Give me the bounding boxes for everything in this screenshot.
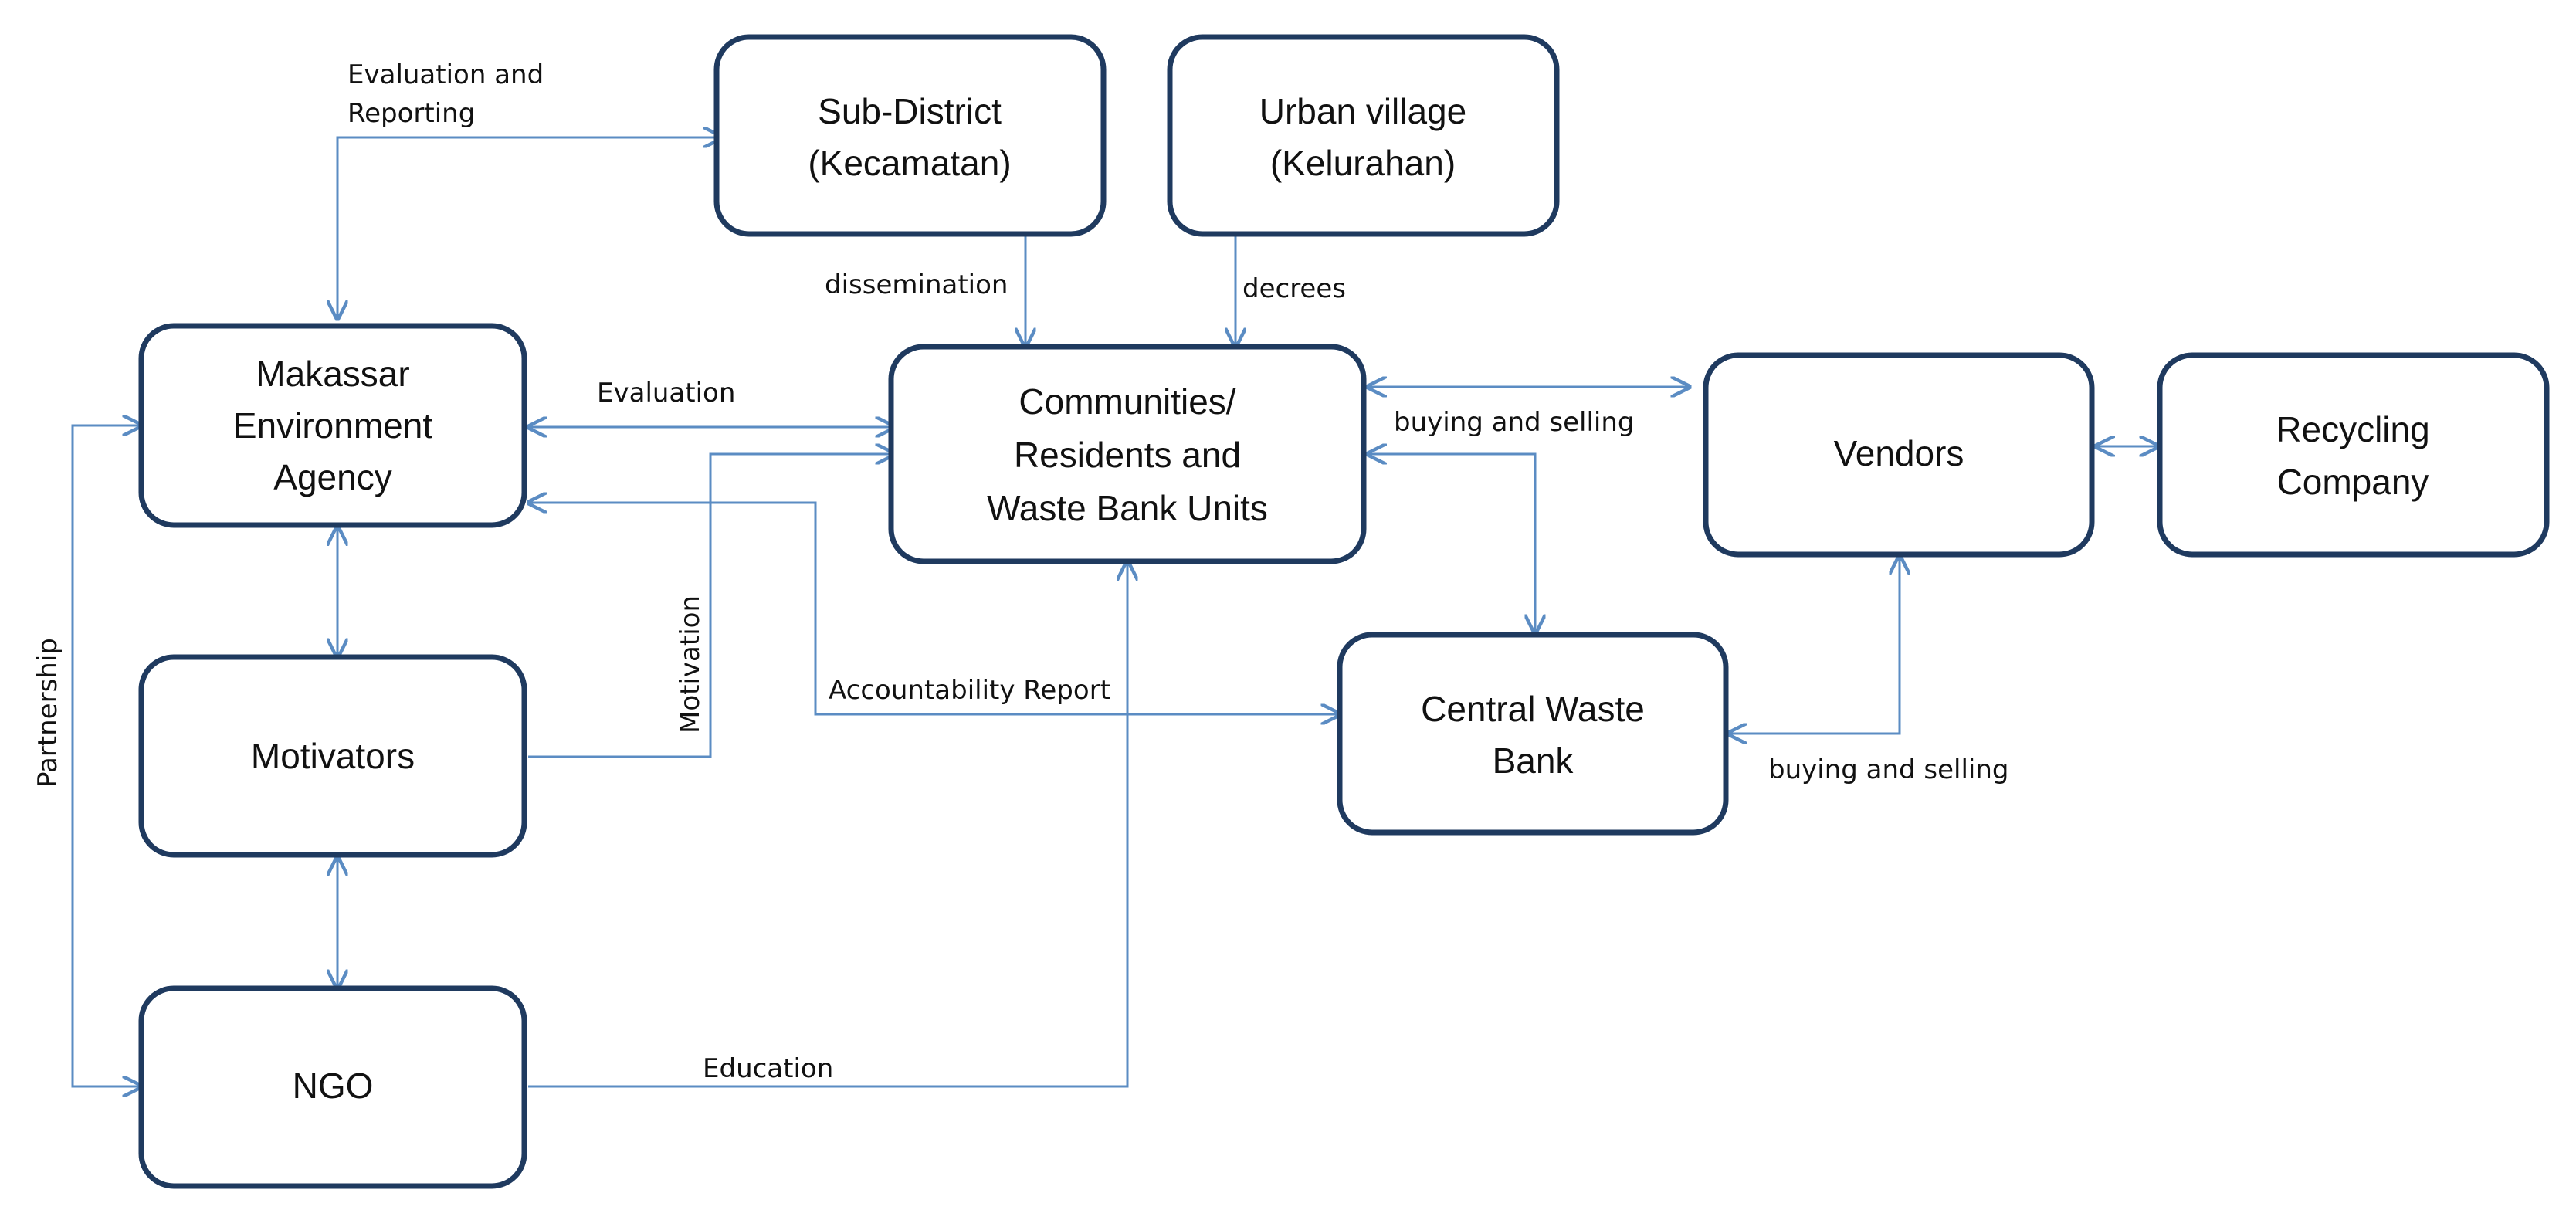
label-evaluation: Evaluation xyxy=(597,378,735,408)
node-agency: Makassar Environment Agency xyxy=(138,323,527,528)
edge-motivators-communities xyxy=(528,454,894,758)
node-vendors: Vendors xyxy=(1703,352,2095,558)
label-evaluation-reporting-2: Reporting xyxy=(347,98,475,129)
node-recycling-line-2: Company xyxy=(2277,462,2429,502)
node-vendors-line-1: Vendors xyxy=(1834,433,1964,473)
label-buying-selling-top: buying and selling xyxy=(1394,407,1635,438)
node-communities-line-1: Communities/ xyxy=(1019,381,1235,422)
edge-ngo-communities xyxy=(528,561,1127,1088)
node-ngo-line-1: NGO xyxy=(293,1066,374,1106)
node-urban-village: Urban village (Kelurahan) xyxy=(1167,34,1560,237)
label-accountability: Accountability Report xyxy=(829,675,1110,706)
node-motivators-line-1: Motivators xyxy=(251,736,415,776)
node-recycling: Recycling Company xyxy=(2157,352,2550,558)
label-partnership: Partnership xyxy=(32,638,63,788)
node-agency-line-1: Makassar xyxy=(256,354,409,394)
node-subdistrict-line-2: (Kecamatan) xyxy=(808,143,1011,183)
label-evaluation-reporting-1: Evaluation and xyxy=(347,59,544,90)
node-subdistrict: Sub-District (Kecamatan) xyxy=(713,34,1107,237)
label-motivation: Motivation xyxy=(675,595,706,734)
edge-agency-subdistrict xyxy=(337,137,722,319)
label-dissemination: dissemination xyxy=(825,269,1008,300)
edge-centralbank-vendors xyxy=(1728,556,1900,734)
node-motivators: Motivators xyxy=(138,654,527,858)
node-central-bank-line-2: Bank xyxy=(1493,741,1574,781)
node-ngo: NGO xyxy=(138,985,527,1189)
edge-partnership xyxy=(71,425,141,1086)
node-communities-line-3: Waste Bank Units xyxy=(987,488,1268,528)
node-communities: Communities/ Residents and Waste Bank Un… xyxy=(888,344,1367,564)
label-buying-selling-bottom: buying and selling xyxy=(1768,754,2009,785)
node-recycling-line-1: Recycling xyxy=(2276,409,2429,449)
node-urban-village-line-1: Urban village xyxy=(1259,91,1466,131)
node-subdistrict-line-1: Sub-District xyxy=(818,91,1002,131)
label-education: Education xyxy=(703,1053,833,1084)
node-agency-line-3: Agency xyxy=(273,457,391,497)
node-central-bank: Central Waste Bank xyxy=(1337,632,1729,836)
edge-accountability xyxy=(528,503,1340,714)
edge-communities-centralbank xyxy=(1368,454,1535,633)
node-urban-village-line-2: (Kelurahan) xyxy=(1270,143,1456,183)
edge-labels: Evaluation and Reporting dissemination d… xyxy=(32,59,2009,1084)
node-communities-line-2: Residents and xyxy=(1014,435,1241,475)
edges xyxy=(71,137,2158,1088)
node-central-bank-line-1: Central Waste xyxy=(1421,689,1645,729)
node-agency-line-2: Environment xyxy=(233,405,432,446)
label-decrees: decrees xyxy=(1242,273,1346,304)
nodes: Sub-District (Kecamatan) Urban village (… xyxy=(138,34,2550,1189)
